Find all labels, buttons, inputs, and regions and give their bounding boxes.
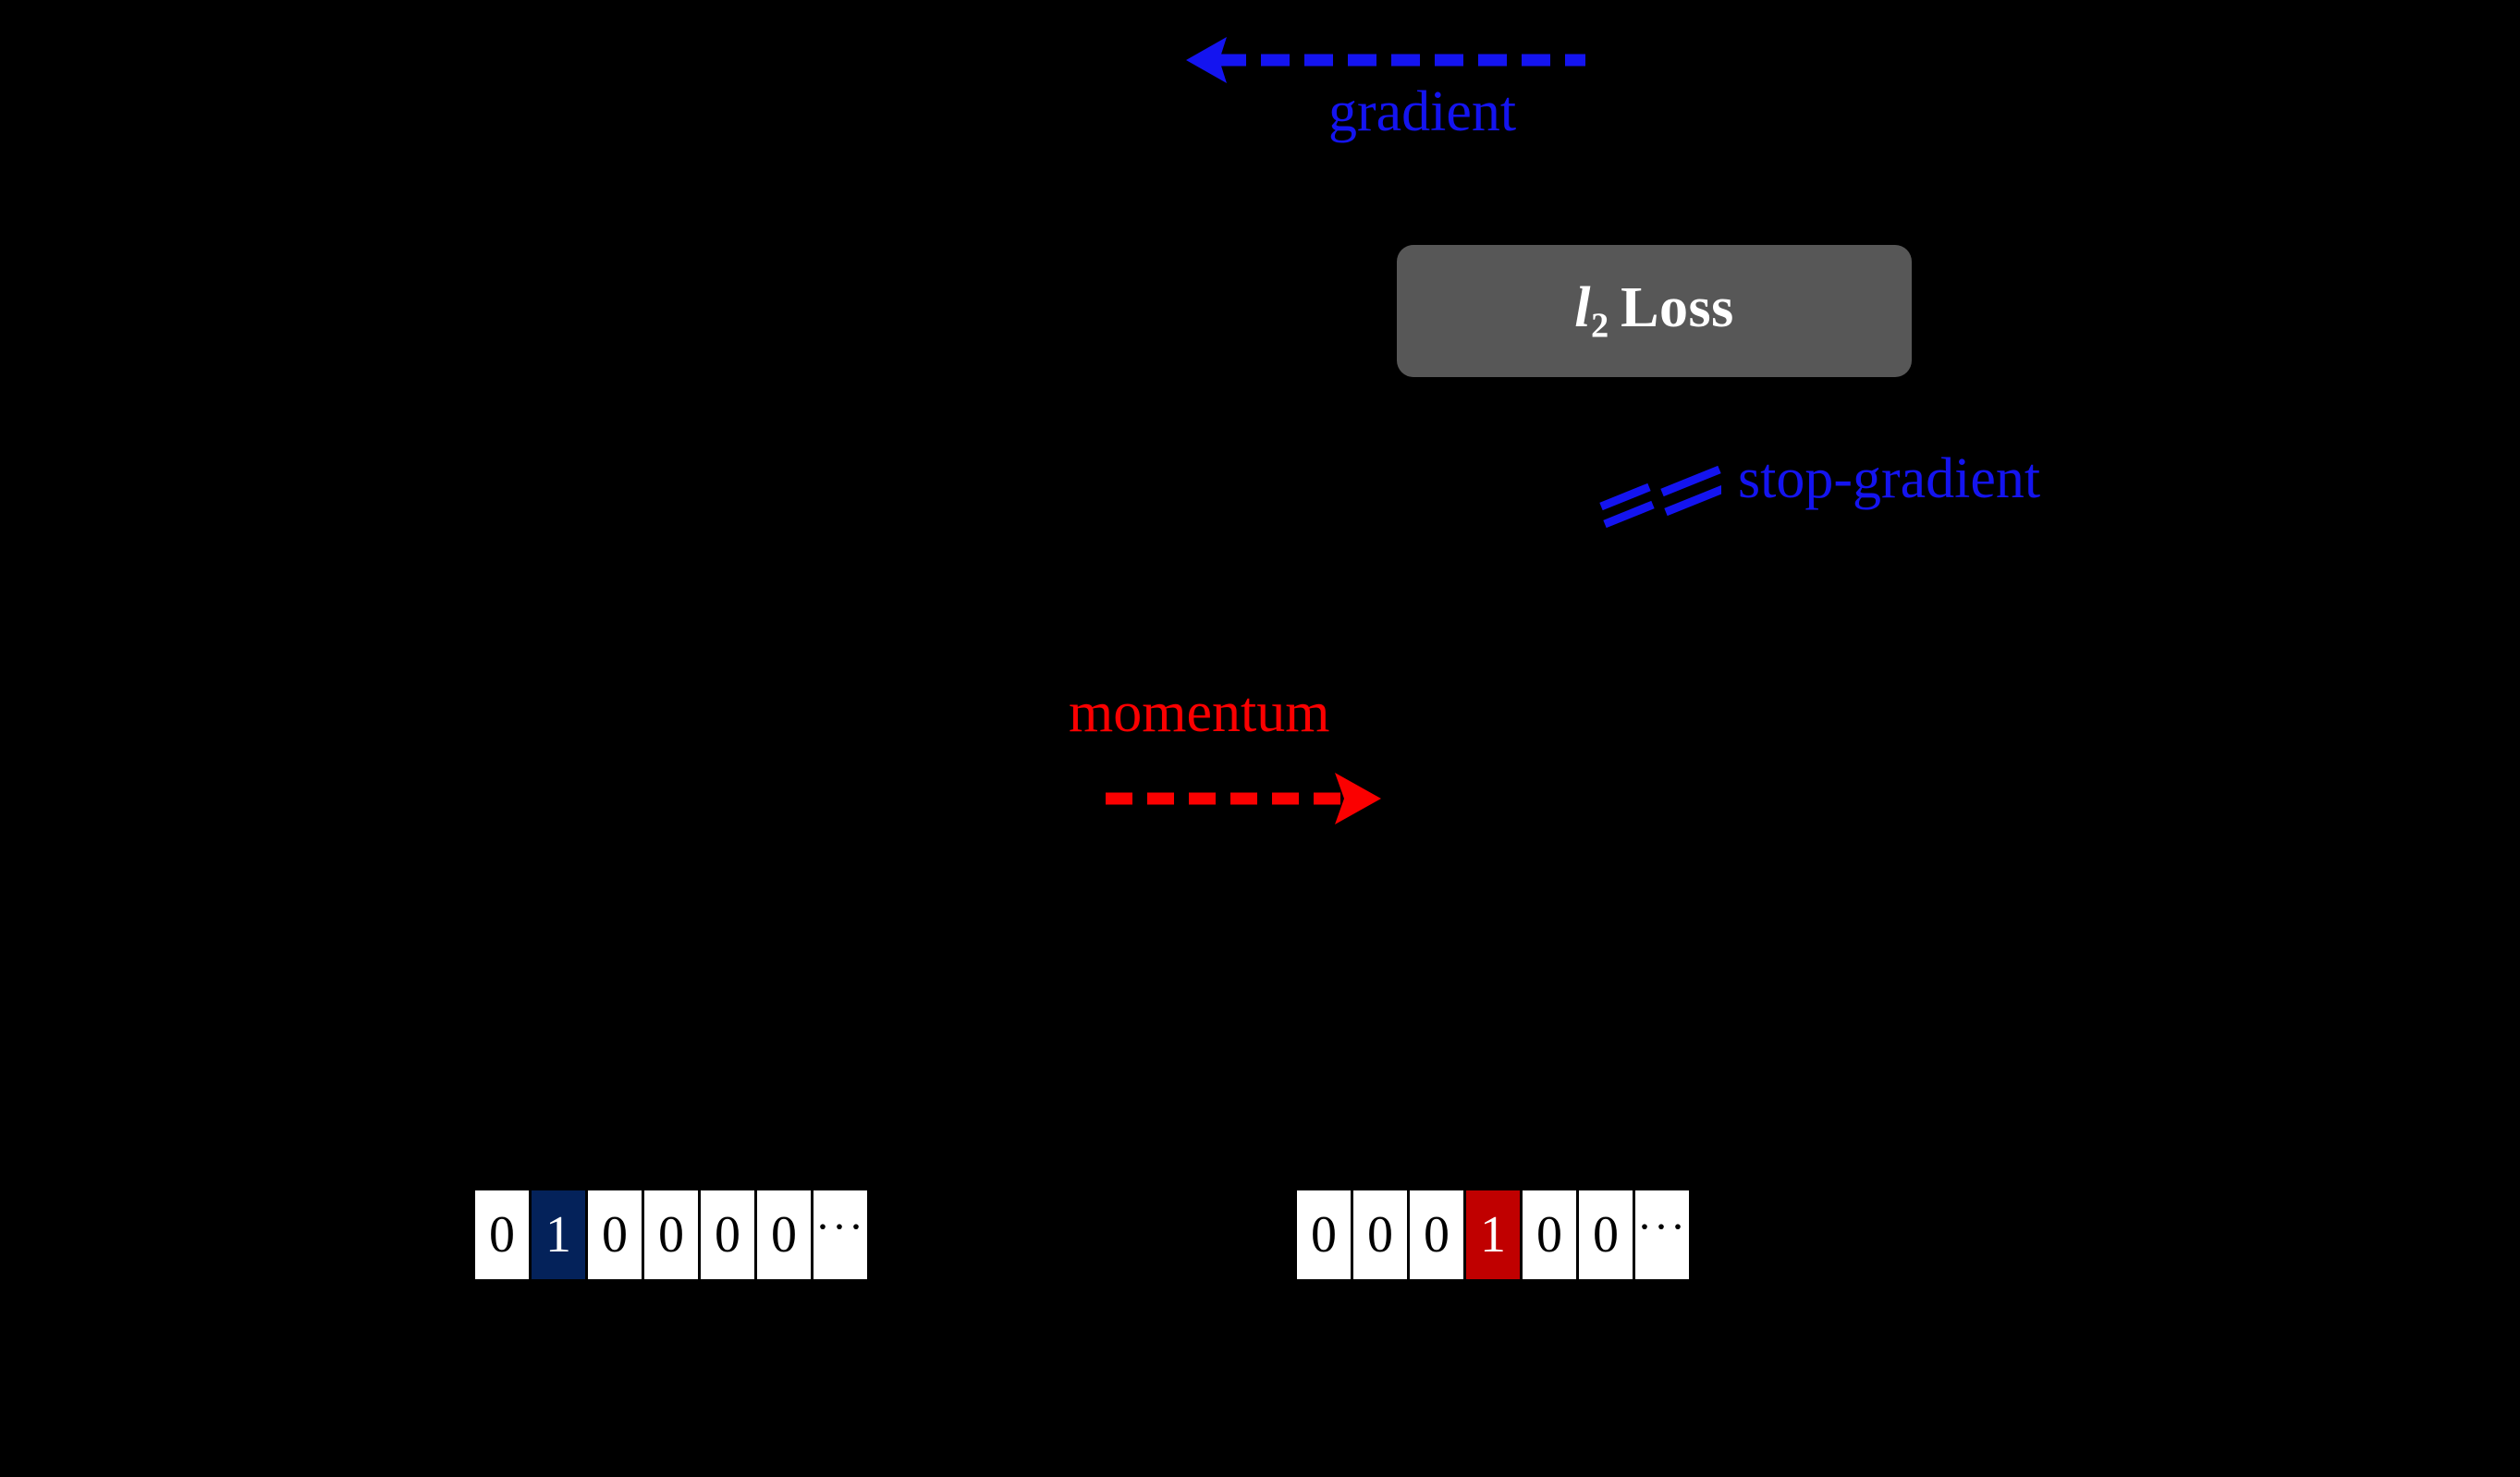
vector-cell-ellipsis: ··· (813, 1190, 867, 1279)
vector-cell: 0 (1297, 1190, 1351, 1279)
dashed-arrow-right-icon (1106, 771, 1383, 826)
vector-cell: 1 (1466, 1190, 1520, 1279)
vector-cell: 0 (1353, 1190, 1407, 1279)
l2-loss-subscript: 2 (1591, 306, 1609, 346)
vector-cell-ellipsis: ··· (1635, 1190, 1689, 1279)
vector-cell: 0 (701, 1190, 754, 1279)
vector-cell: 0 (1579, 1190, 1633, 1279)
dashed-arrow-left-icon (1186, 33, 1585, 87)
vector-cell: 0 (475, 1190, 529, 1279)
double-slash-stop-gradient-icon (1599, 460, 1725, 529)
vector-cell: 0 (588, 1190, 642, 1279)
momentum-label: momentum (1069, 681, 1330, 744)
stop-gradient-label: stop-gradient (1738, 447, 2041, 510)
l2-loss-word: Loss (1621, 275, 1734, 339)
vector-cell: 1 (532, 1190, 585, 1279)
gradient-label: gradient (1328, 80, 1517, 143)
l2-loss-box: l2 Loss (1397, 245, 1912, 377)
vector-cell: 0 (1523, 1190, 1576, 1279)
vector-cell: 0 (757, 1190, 811, 1279)
l2-loss-symbol: l (1574, 275, 1591, 339)
vector-cell: 0 (1410, 1190, 1463, 1279)
vector-cell: 0 (644, 1190, 698, 1279)
